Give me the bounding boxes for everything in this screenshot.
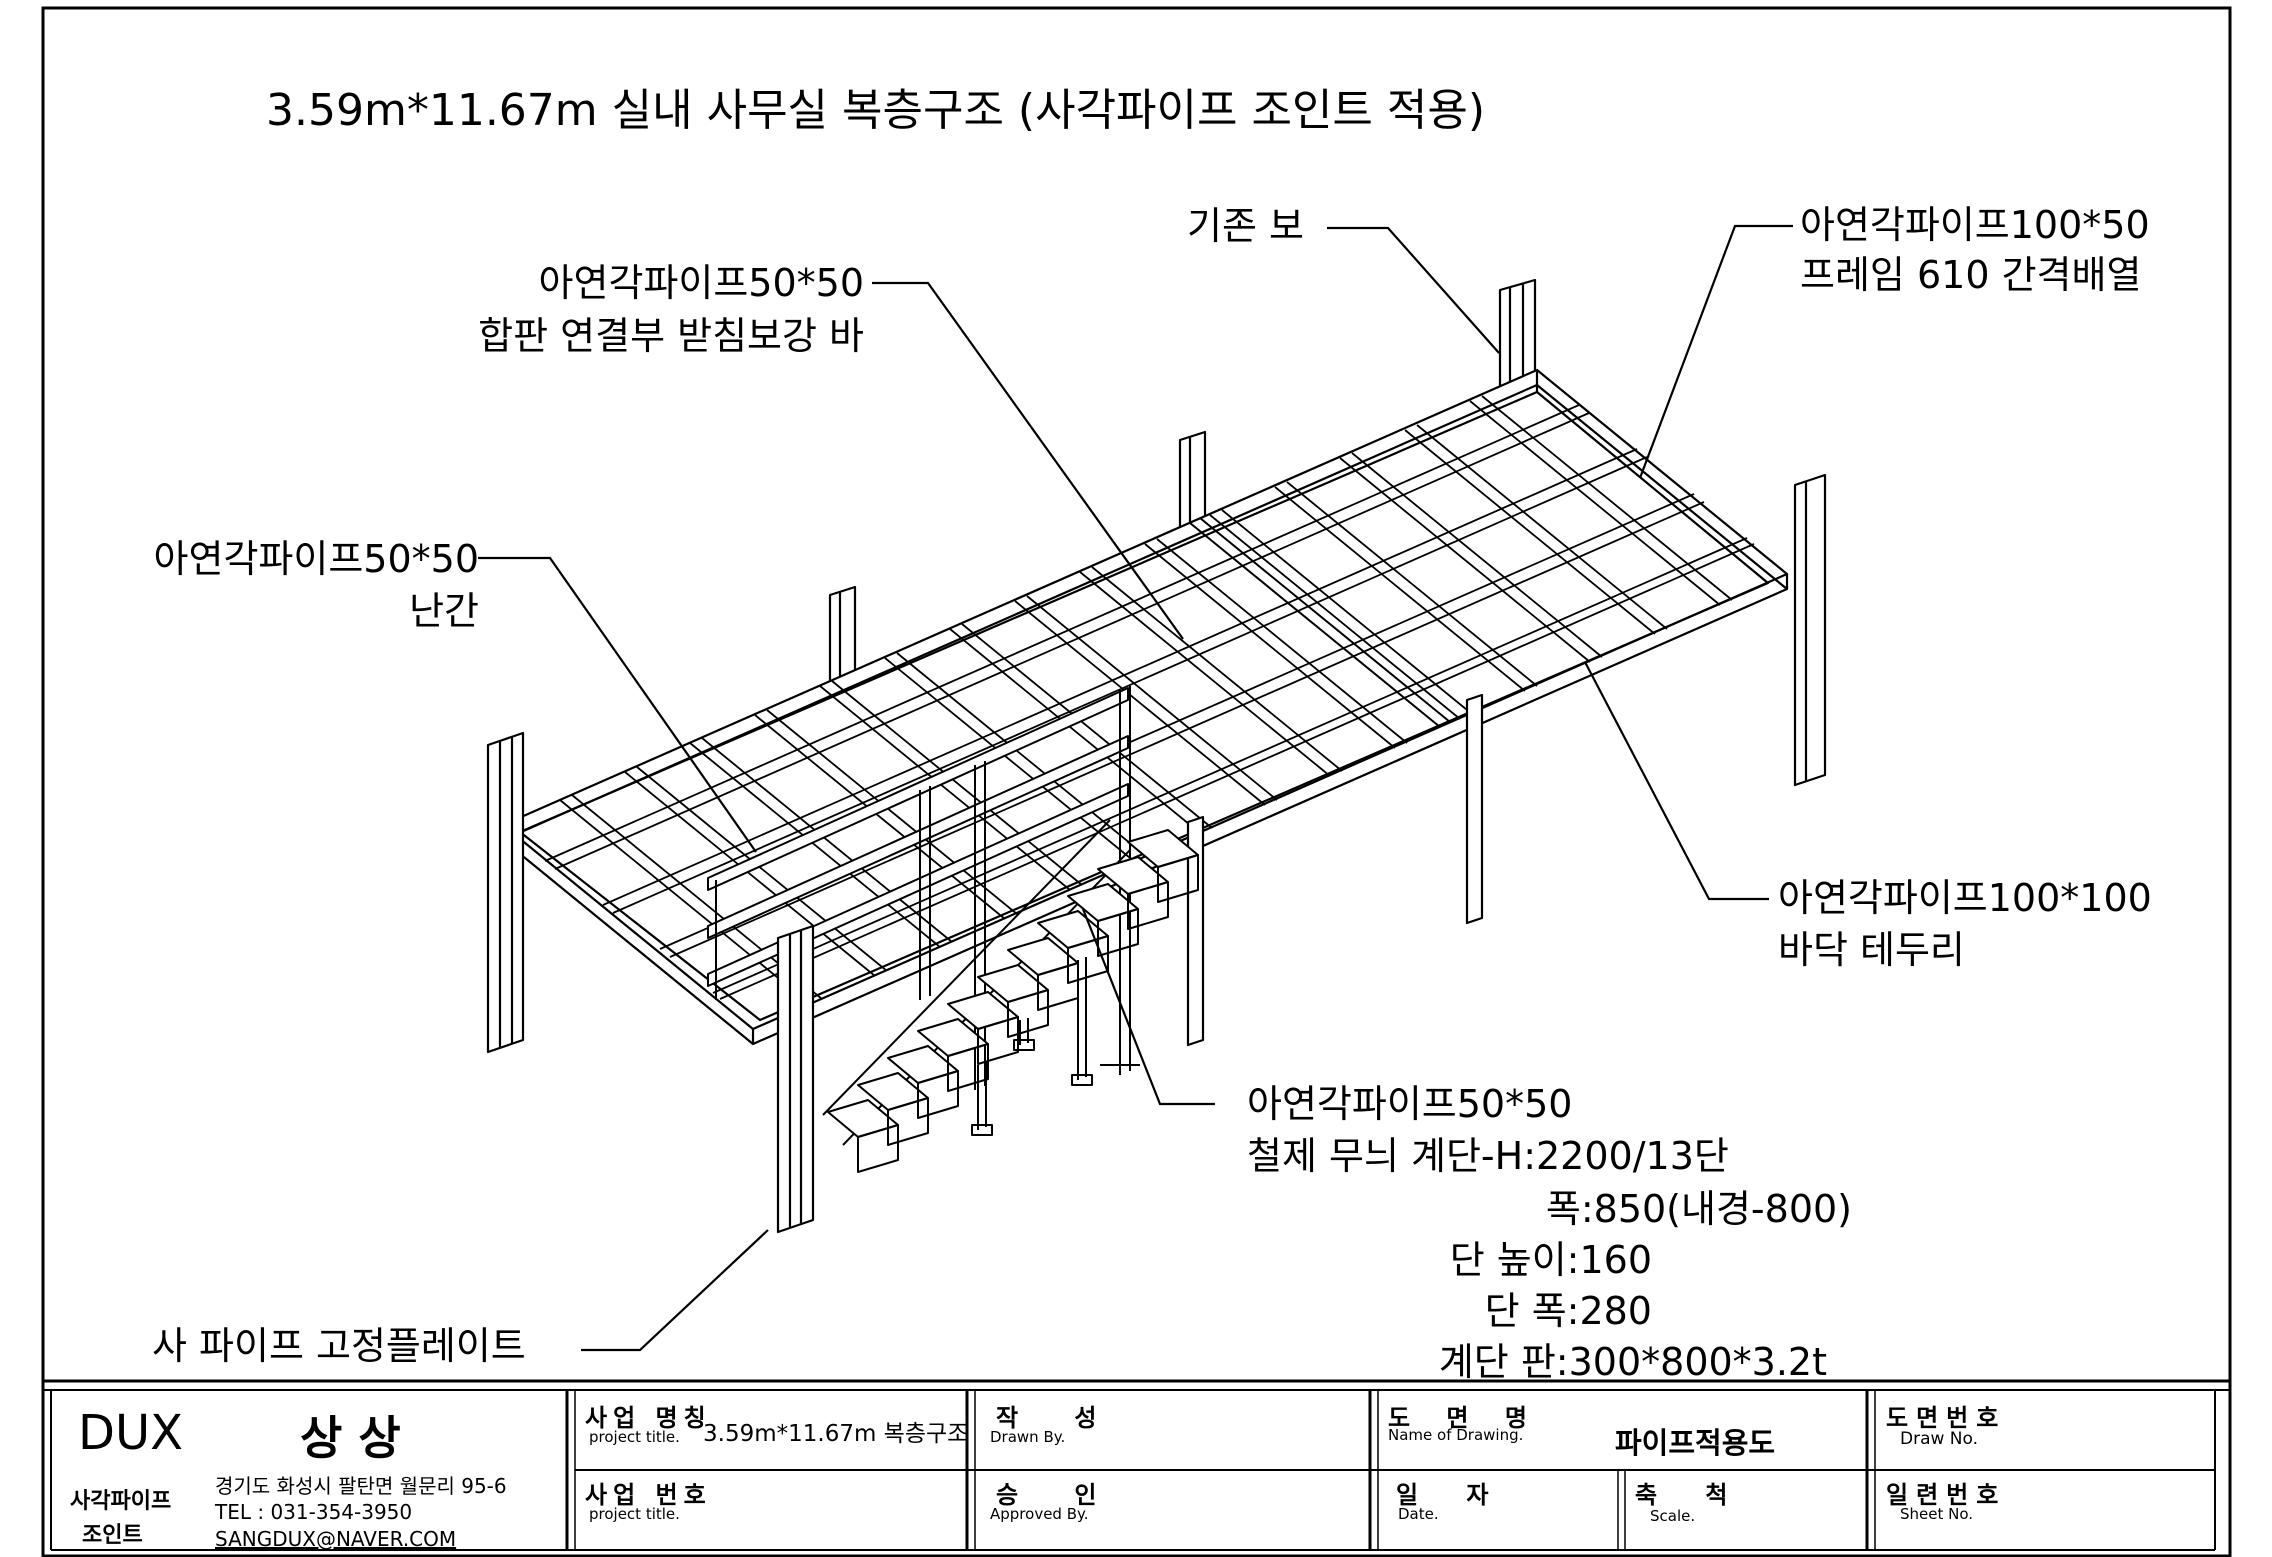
drawing-name-label-en: Name of Drawing. [1388,1426,1524,1444]
label-step-width: 단 폭:280 [1484,1289,1652,1333]
label-stair-2: 철제 무늬 계단-H:2200/13단 [1247,1134,1729,1178]
company-name: 상 상 [300,1411,401,1465]
front-railing-post [776,924,815,1234]
label-step-height: 단 높이:160 [1449,1238,1652,1282]
project-name-value: 3.59m*11.67m 복층구조 [703,1421,969,1447]
splice-beam [1189,517,1451,728]
label-railing-2: 난간 [409,589,479,633]
label-stair-width: 폭:850(내경-800) [1545,1187,1852,1231]
label-frame-pipe-1: 아연각파이프100*50 [1800,203,2150,247]
company-address: 경기도 화성시 팔탄면 월문리 95-6 [215,1474,507,1498]
sheet-no-label-en: Sheet No. [1900,1505,1974,1523]
stair-posts [971,957,1093,1136]
project-name-label-en: project title. [589,1428,680,1446]
product-line-2: 조인트 [82,1523,143,1548]
label-step-plate: 계단 판:300*800*3.2t [1438,1340,1827,1384]
sheet-border [41,6,2232,1557]
date-label-en: Date. [1398,1505,1439,1523]
sheet-no-label: 일련번호 [1886,1481,2007,1509]
drawing-name-value: 파이프적용도 [1615,1426,1776,1460]
title-block-grid [43,1379,2230,1551]
date-label: 일 자 [1396,1481,1509,1509]
drawn-by-label-en: Drawn By. [990,1428,1066,1446]
scale-label-en: Scale. [1650,1507,1696,1525]
product-line-1: 사각파이프 [70,1489,172,1514]
front-left-column [486,731,525,1054]
stair-treads [827,829,1199,1173]
project-no-label-en: project title. [589,1505,680,1523]
drawing-name-label: 도 면 명 [1388,1404,1541,1432]
brand-logo: DUX [78,1405,183,1461]
mezzanine-structure [486,278,1827,1234]
label-support-bar-1: 아연각파이프50*50 [538,261,864,305]
label-fixing-plate: 사 파이프 고정플레이트 [152,1324,526,1368]
company-email: SANGDUX@NAVER.COM [215,1527,457,1551]
drawn-by-label: 작 성 [996,1404,1121,1432]
label-floor-edge-2: 바닥 테두리 [1778,928,1965,972]
project-name-label: 사업 명칭 [585,1404,712,1432]
floor-frame [501,368,1789,1046]
label-floor-edge-1: 아연각파이프100*100 [1778,876,2152,920]
label-support-bar-2: 합판 연결부 받침보강 바 [478,314,864,358]
label-stair-1: 아연각파이프50*50 [1247,1082,1573,1126]
leader-lines [478,224,1793,1352]
cross-joists [559,395,1733,1005]
scale-label: 축 척 [1635,1481,1748,1509]
approved-by-label: 승 인 [996,1481,1121,1509]
approved-by-label-en: Approved By. [990,1505,1089,1523]
front-columns [1186,693,1484,1047]
label-frame-pipe-2: 프레임 610 간격배열 [1800,253,2142,297]
company-tel: TEL : 031-354-3950 [215,1500,413,1524]
draw-no-label-en: Draw No. [1900,1429,1979,1449]
drawing-title: 3.59m*11.67m 실내 사무실 복층구조 (사각파이프 조인트 적용) [266,85,1486,136]
label-railing-1: 아연각파이프50*50 [153,537,479,581]
label-existing-beam: 기존 보 [1187,204,1304,248]
draw-no-label: 도면번호 [1886,1404,2007,1432]
project-no-label: 사업 번호 [585,1481,712,1509]
